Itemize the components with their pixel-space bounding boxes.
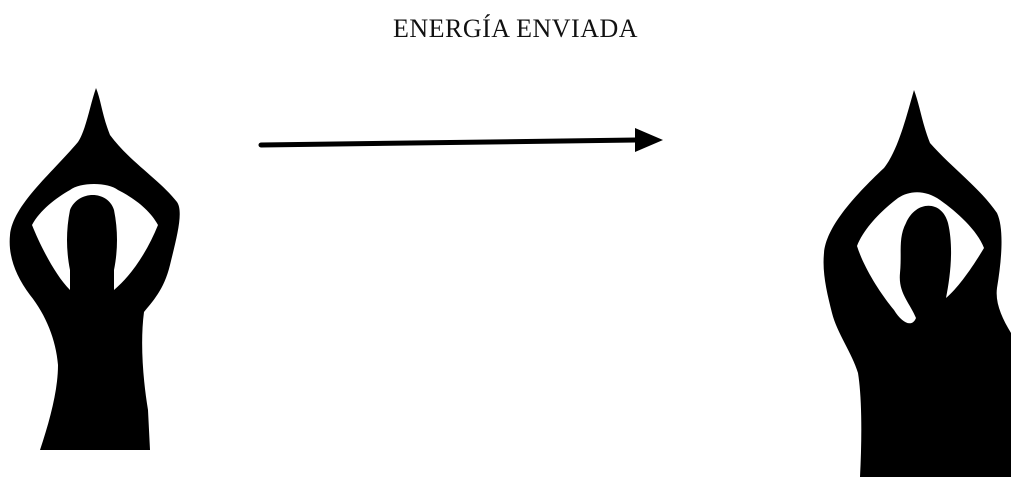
- left-person-silhouette-icon: [9, 88, 180, 450]
- diagram-title: ENERGÍA ENVIADA: [392, 14, 639, 43]
- energy-arrow-icon: [258, 128, 663, 152]
- right-person-silhouette-icon: [823, 90, 1011, 477]
